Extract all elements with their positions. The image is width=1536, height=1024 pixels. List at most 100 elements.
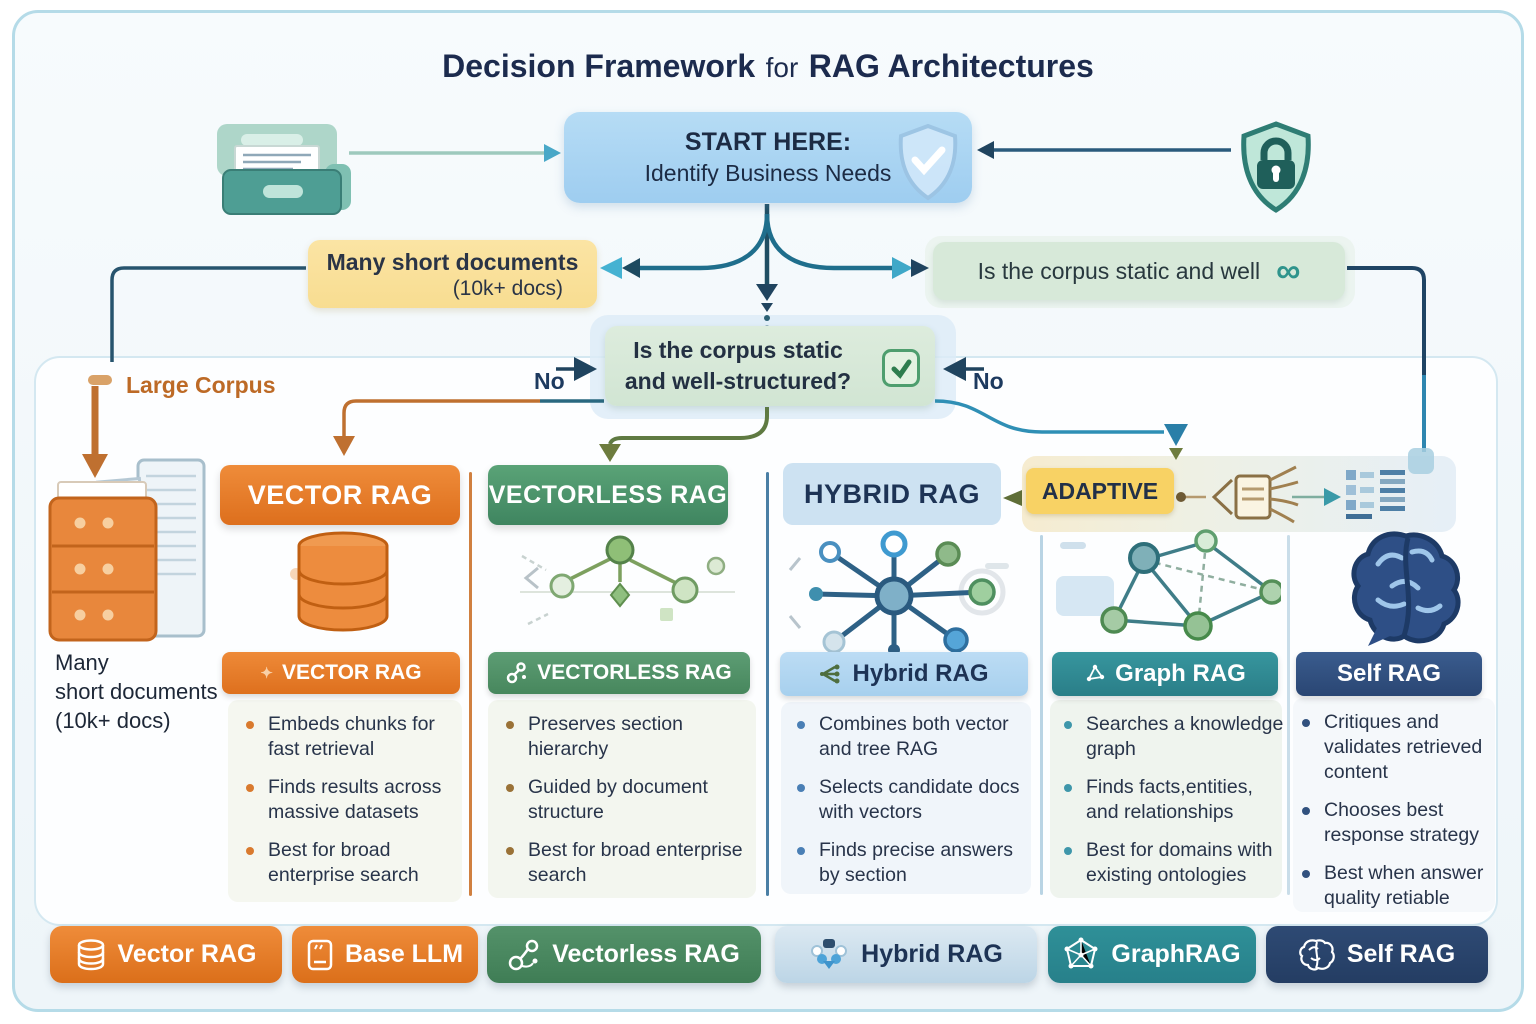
- vector-rag-header: VECTOR RAG: [220, 465, 460, 525]
- file-drawer-icon: [205, 112, 355, 222]
- many-short-docs-note: Many short documents (10k+ docs): [55, 648, 235, 735]
- vectorless-rag-chip-label: VECTORLESS RAG: [537, 661, 732, 684]
- self-rag-bullets: Critiques and validates retrieved conten…: [1300, 710, 1498, 924]
- legend-label: Vectorless RAG: [552, 940, 740, 968]
- vectorless-rag-bullets: Preserves section hierarchy Guided by do…: [504, 712, 752, 901]
- bullet-item: Selects candidate docs with vectors: [795, 775, 1033, 825]
- graph-icon: [1064, 937, 1098, 968]
- legend-label: Base LLM: [344, 940, 464, 968]
- bullet-item: Searches a knowledge graph: [1062, 712, 1284, 762]
- list-icon: [1346, 466, 1406, 525]
- self-bullets-panel: [1293, 698, 1495, 912]
- legend-self-rag: Self RAG: [1266, 926, 1488, 983]
- bullet-item: Guided by document structure: [504, 775, 752, 825]
- title-part1: Decision Framework: [442, 48, 756, 84]
- graph-rag-chip: Graph RAG: [1052, 652, 1278, 696]
- brain-illustration: [1348, 528, 1468, 659]
- no-label-right: No: [973, 368, 1004, 394]
- adaptive-chip: ADAPTIVE: [1026, 468, 1174, 514]
- network-icon: [811, 938, 848, 969]
- page-title: Decision Framework for RAG Architectures: [0, 48, 1536, 85]
- corpus-cabinet-illustration: [46, 452, 218, 653]
- graph-bullets-panel: [1050, 700, 1282, 898]
- shield-lock-icon: [1233, 118, 1319, 225]
- many-short-docs-line2: (10k+ docs): [452, 277, 563, 300]
- legend-vector-rag: Vector RAG: [50, 926, 282, 983]
- divider: [1040, 535, 1043, 895]
- legend-label: Vector RAG: [117, 940, 257, 968]
- vector-rag-bullets: Embeds chunks for fast retrieval Finds r…: [244, 712, 454, 901]
- bullet-item: Finds facts,entities, and relationships: [1062, 775, 1284, 825]
- database-illustration: [288, 528, 398, 645]
- bullet-item: Chooses best response strategy: [1300, 798, 1498, 848]
- graph-rag-bullets: Searches a knowledge graph Finds facts,e…: [1062, 712, 1284, 901]
- star-network-illustration: [786, 530, 1011, 663]
- bullet-item: Combines both vector and tree RAG: [795, 712, 1033, 762]
- many-short-docs-line1: Many short documents: [326, 249, 579, 275]
- bullet-item: Best for broad enterprise search: [504, 838, 752, 888]
- legend-label: Self RAG: [1346, 940, 1456, 968]
- start-line1: START HERE:: [684, 128, 852, 156]
- large-corpus-label: Large Corpus: [126, 372, 276, 398]
- bullet-item: Critiques and validates retrieved conten…: [1300, 710, 1498, 785]
- self-rag-chip-label: Self RAG: [1336, 660, 1441, 687]
- vectorless-bullets-panel: [488, 700, 756, 898]
- hybrid-rag-chip-label: Hybrid RAG: [852, 660, 989, 687]
- vectorless-rag-header: VECTORLESS RAG: [488, 465, 728, 525]
- title-part2: for: [765, 52, 799, 83]
- start-line2: Identify Business Needs: [644, 160, 892, 186]
- graph-network-illustration: [1056, 528, 1285, 655]
- legend-label: GraphRAG: [1111, 940, 1241, 968]
- vector-rag-chip-label: VECTOR RAG: [281, 661, 422, 684]
- mini-graph-icon: [1086, 664, 1105, 682]
- divider: [766, 472, 769, 896]
- sparkle-icon: ✦: [260, 665, 273, 682]
- checkbox-icon: [882, 349, 920, 387]
- legend-graphrag: GraphRAG: [1048, 926, 1256, 983]
- note-line1: Many: [55, 650, 109, 675]
- graph-rag-chip-label: Graph RAG: [1115, 660, 1246, 687]
- corpus-static-label: Is the corpus static and well: [977, 257, 1261, 284]
- note-line3: (10k+ docs): [55, 708, 171, 734]
- vector-rag-chip: ✦ VECTOR RAG: [222, 652, 460, 694]
- bullet-item: Preserves section hierarchy: [504, 712, 752, 762]
- document-fan-icon: [1202, 462, 1302, 537]
- legend-label: Hybrid RAG: [861, 940, 1003, 968]
- hybrid-rag-bullets: Combines both vector and tree RAG Select…: [795, 712, 1033, 901]
- vector-bullets-panel: [228, 700, 462, 902]
- brain-icon: [1298, 938, 1335, 971]
- infinity-icon: ∞: [1276, 252, 1301, 290]
- bullet-item: Finds precise answers by section: [795, 838, 1033, 888]
- note-line2: short documents: [55, 679, 218, 705]
- legend-base-llm: Base LLM: [292, 926, 478, 983]
- tree-illustration: [520, 528, 735, 651]
- decision-line2: and well-structured?: [624, 368, 852, 394]
- corpus-static-box: Is the corpus static and well ∞: [933, 242, 1345, 300]
- flow-icon: [507, 662, 527, 684]
- branch-icon: [820, 664, 840, 684]
- hybrid-bullets-panel: [781, 702, 1031, 894]
- self-rag-chip: Self RAG: [1296, 652, 1482, 696]
- legend-hybrid-rag: Hybrid RAG: [775, 926, 1037, 983]
- divider: [1287, 535, 1290, 895]
- document-icon: [307, 939, 333, 970]
- hybrid-rag-header: HYBRID RAG: [783, 463, 1001, 525]
- decision-line1: Is the corpus static: [633, 336, 843, 363]
- bullet-item: Best for domains with existing ontologie…: [1062, 838, 1284, 888]
- shield-check-icon: [893, 122, 963, 202]
- title-part3: RAG Architectures: [808, 48, 1094, 84]
- bullet-item: Best when answer quality retiable: [1300, 861, 1498, 911]
- vectorless-rag-chip: VECTORLESS RAG: [488, 652, 750, 694]
- bullet-item: Best for broad enterprise search: [244, 838, 454, 888]
- database-icon: [77, 938, 104, 970]
- hybrid-rag-chip: Hybrid RAG: [780, 652, 1028, 696]
- legend-vectorless-rag: Vectorless RAG: [487, 926, 761, 983]
- flow-icon: [508, 939, 539, 970]
- divider: [469, 472, 472, 896]
- bullet-item: Finds results across massive datasets: [244, 775, 454, 825]
- many-short-docs-box: Many short documents (10k+ docs): [308, 240, 597, 308]
- bullet-item: Embeds chunks for fast retrieval: [244, 712, 454, 762]
- decision-box: Is the corpus static and well-structured…: [605, 326, 935, 406]
